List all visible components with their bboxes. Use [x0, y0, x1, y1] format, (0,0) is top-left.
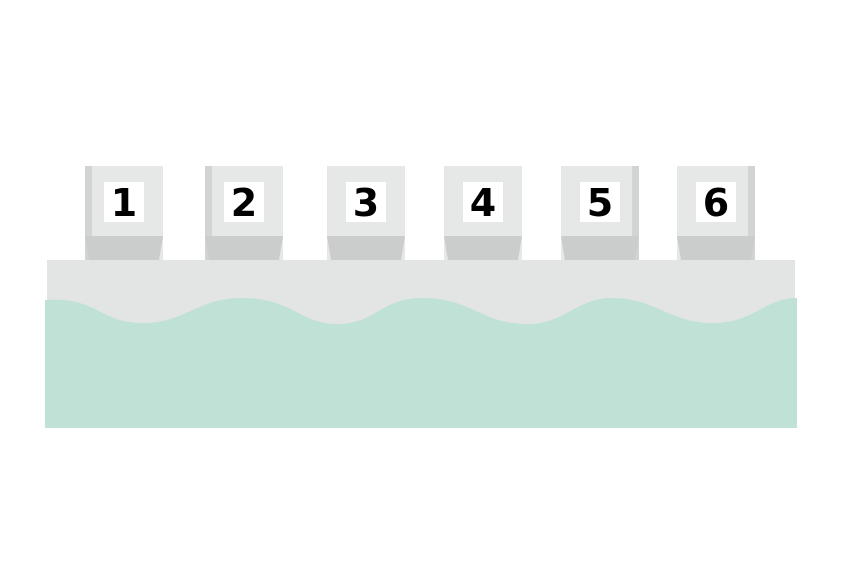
pod-number-label: 6 — [703, 181, 729, 225]
pod-number-label: 5 — [587, 181, 613, 225]
pod-base — [85, 236, 163, 260]
pod-side-shade — [632, 166, 639, 260]
pod-base — [327, 236, 405, 260]
pod-number-label: 2 — [231, 181, 257, 225]
pod-base — [561, 236, 639, 260]
pod-label-panel — [104, 182, 144, 222]
pod-number-label: 4 — [470, 181, 496, 225]
pod-side-shade — [85, 166, 92, 260]
pod-label-panel — [463, 182, 503, 222]
pod-base — [444, 236, 522, 260]
pod-label-panel — [346, 182, 386, 222]
pod-number-label: 1 — [111, 181, 137, 225]
pod-2: 2 — [205, 166, 283, 260]
pod-base — [677, 236, 755, 260]
pod-6: 6 — [677, 166, 755, 260]
pod-number-label: 3 — [353, 181, 379, 225]
pod-label-panel — [696, 182, 736, 222]
pod-side-shade — [748, 166, 755, 260]
pod-3: 3 — [327, 166, 405, 260]
pod-base — [205, 236, 283, 260]
pod-row: 1 2 3 4 5 6 — [85, 166, 755, 260]
pod-label-panel — [224, 182, 264, 222]
water-body — [45, 297, 797, 428]
pod-side-shade — [205, 166, 212, 260]
pod-4: 4 — [444, 166, 522, 260]
pod-5: 5 — [561, 166, 639, 260]
pod-label-panel — [580, 182, 620, 222]
pod-1: 1 — [85, 166, 163, 260]
